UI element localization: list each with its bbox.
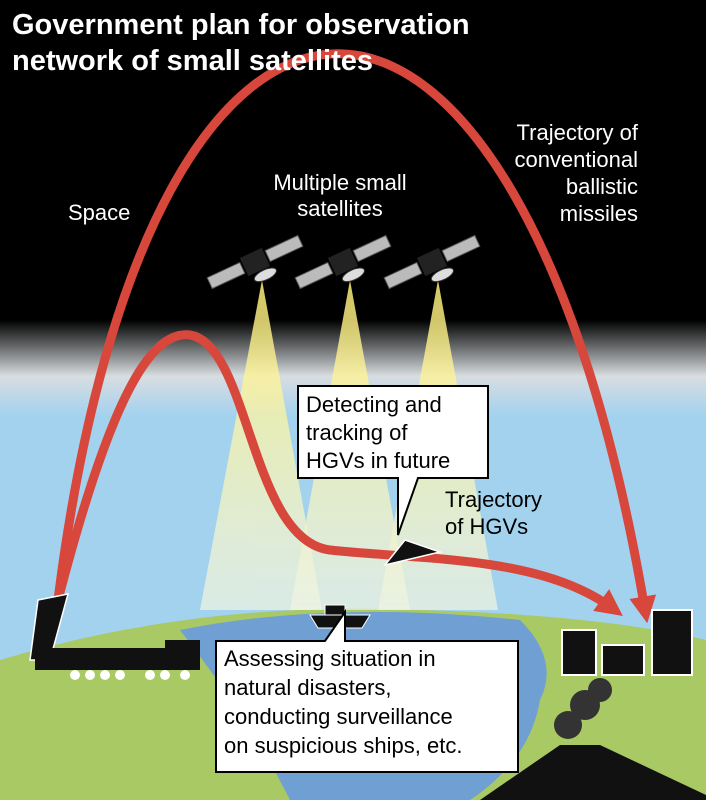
ballistic-trajectory [53,49,657,624]
space-label: Space [68,200,130,225]
ballistic-label-1: Trajectory of [517,120,639,145]
hgv-label-1: Trajectory [445,487,542,512]
ballistic-label-2: conventional [514,147,638,172]
detecting-line-2: tracking of [306,420,408,445]
satellites-label-2: satellites [297,196,383,221]
missile-launcher-icon [29,593,200,680]
hgv-trajectory [53,330,623,616]
ballistic-label-4: missiles [560,201,638,226]
buildings-icon [561,609,693,676]
title-line-2: network of small satellites [12,45,373,77]
assessing-line-4: on suspicious ships, etc. [224,733,462,758]
detecting-line-3: HGVs in future [306,448,450,473]
assessing-line-2: natural disasters, [224,675,392,700]
detecting-line-1: Detecting and [306,392,442,417]
satellite-icon [383,234,481,290]
hgv-icon [383,539,443,567]
assessing-line-3: conducting surveillance [224,704,453,729]
assessing-line-1: Assessing situation in [224,646,436,671]
ballistic-label-3: ballistic [566,174,638,199]
volcano-icon [480,678,706,800]
satellites-label-1: Multiple small [273,170,406,195]
satellite-icon [294,234,392,290]
assessing-callout: Assessing situation in natural disasters… [215,608,519,773]
title-line-1: Government plan for observation [12,9,470,41]
detecting-callout: Detecting and tracking of HGVs in future [297,385,489,536]
satellite-icon [206,234,304,290]
hgv-label-2: of HGVs [445,514,528,539]
